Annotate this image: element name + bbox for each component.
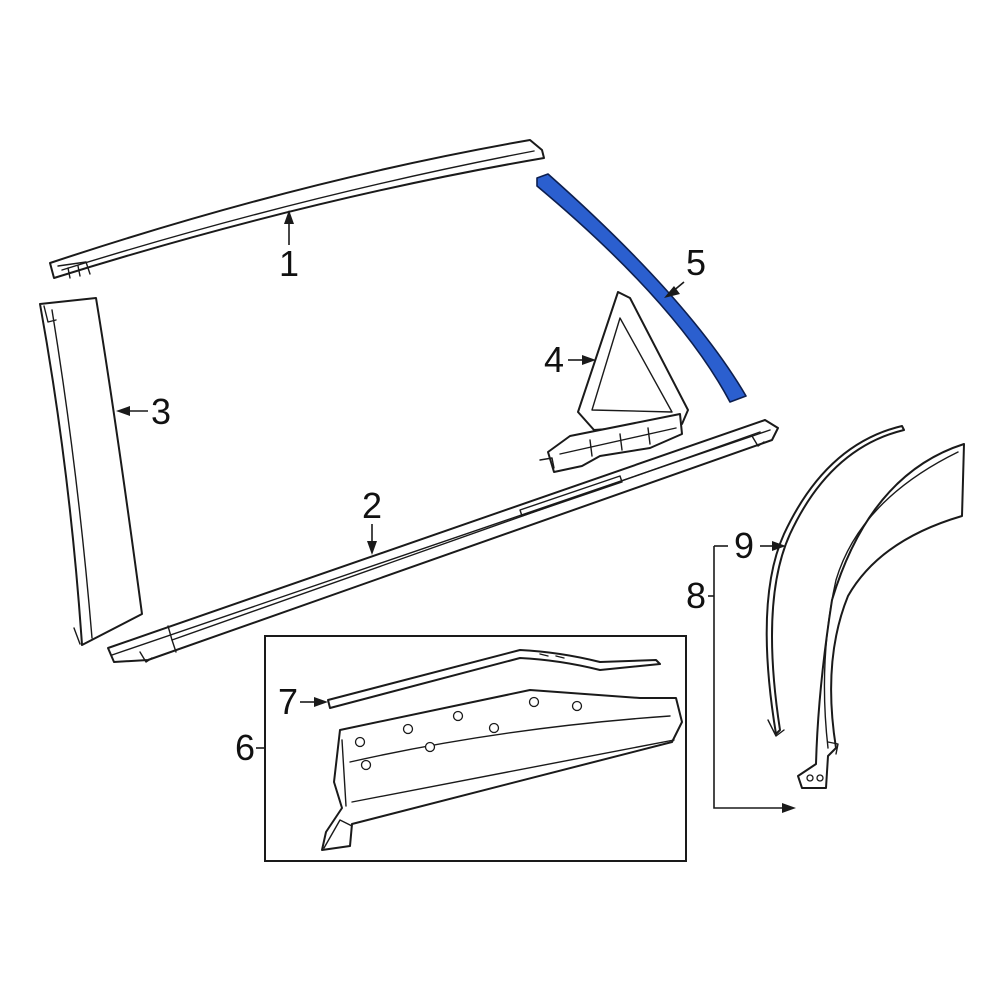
- part-6-rocker-panel[interactable]: [321, 689, 683, 851]
- arrow-3: [116, 406, 130, 416]
- part-2-belt-molding[interactable]: [107, 419, 779, 663]
- bracket-8: [713, 546, 784, 809]
- arrow-9: [772, 541, 786, 551]
- part-5-weatherstrip-highlighted[interactable]: [536, 173, 747, 403]
- part-7-rocker-molding[interactable]: [327, 649, 661, 709]
- callout-9: 9: [734, 525, 754, 566]
- part-8-wheel-arch-molding[interactable]: [797, 443, 965, 789]
- callout-6: 6: [235, 727, 255, 768]
- arrow-1: [284, 210, 294, 224]
- callout-7: 7: [278, 681, 298, 722]
- callout-3: 3: [151, 391, 171, 432]
- callout-8: 8: [686, 575, 706, 616]
- arrow-2: [367, 541, 377, 555]
- arrow-5: [664, 286, 680, 298]
- arrow-7: [314, 697, 328, 707]
- callout-5: 5: [686, 242, 706, 283]
- part-3-pillar-applique[interactable]: [39, 297, 143, 646]
- callout-4: 4: [544, 339, 564, 380]
- part-1-roof-molding[interactable]: [49, 139, 545, 279]
- arrow-4: [582, 355, 596, 365]
- arrow-8: [782, 803, 796, 813]
- part-4-quarter-window-frame[interactable]: [539, 291, 689, 473]
- callout-2: 2: [362, 485, 382, 526]
- part-9-wheel-opening-seal[interactable]: [765, 425, 905, 737]
- callout-1: 1: [279, 243, 299, 284]
